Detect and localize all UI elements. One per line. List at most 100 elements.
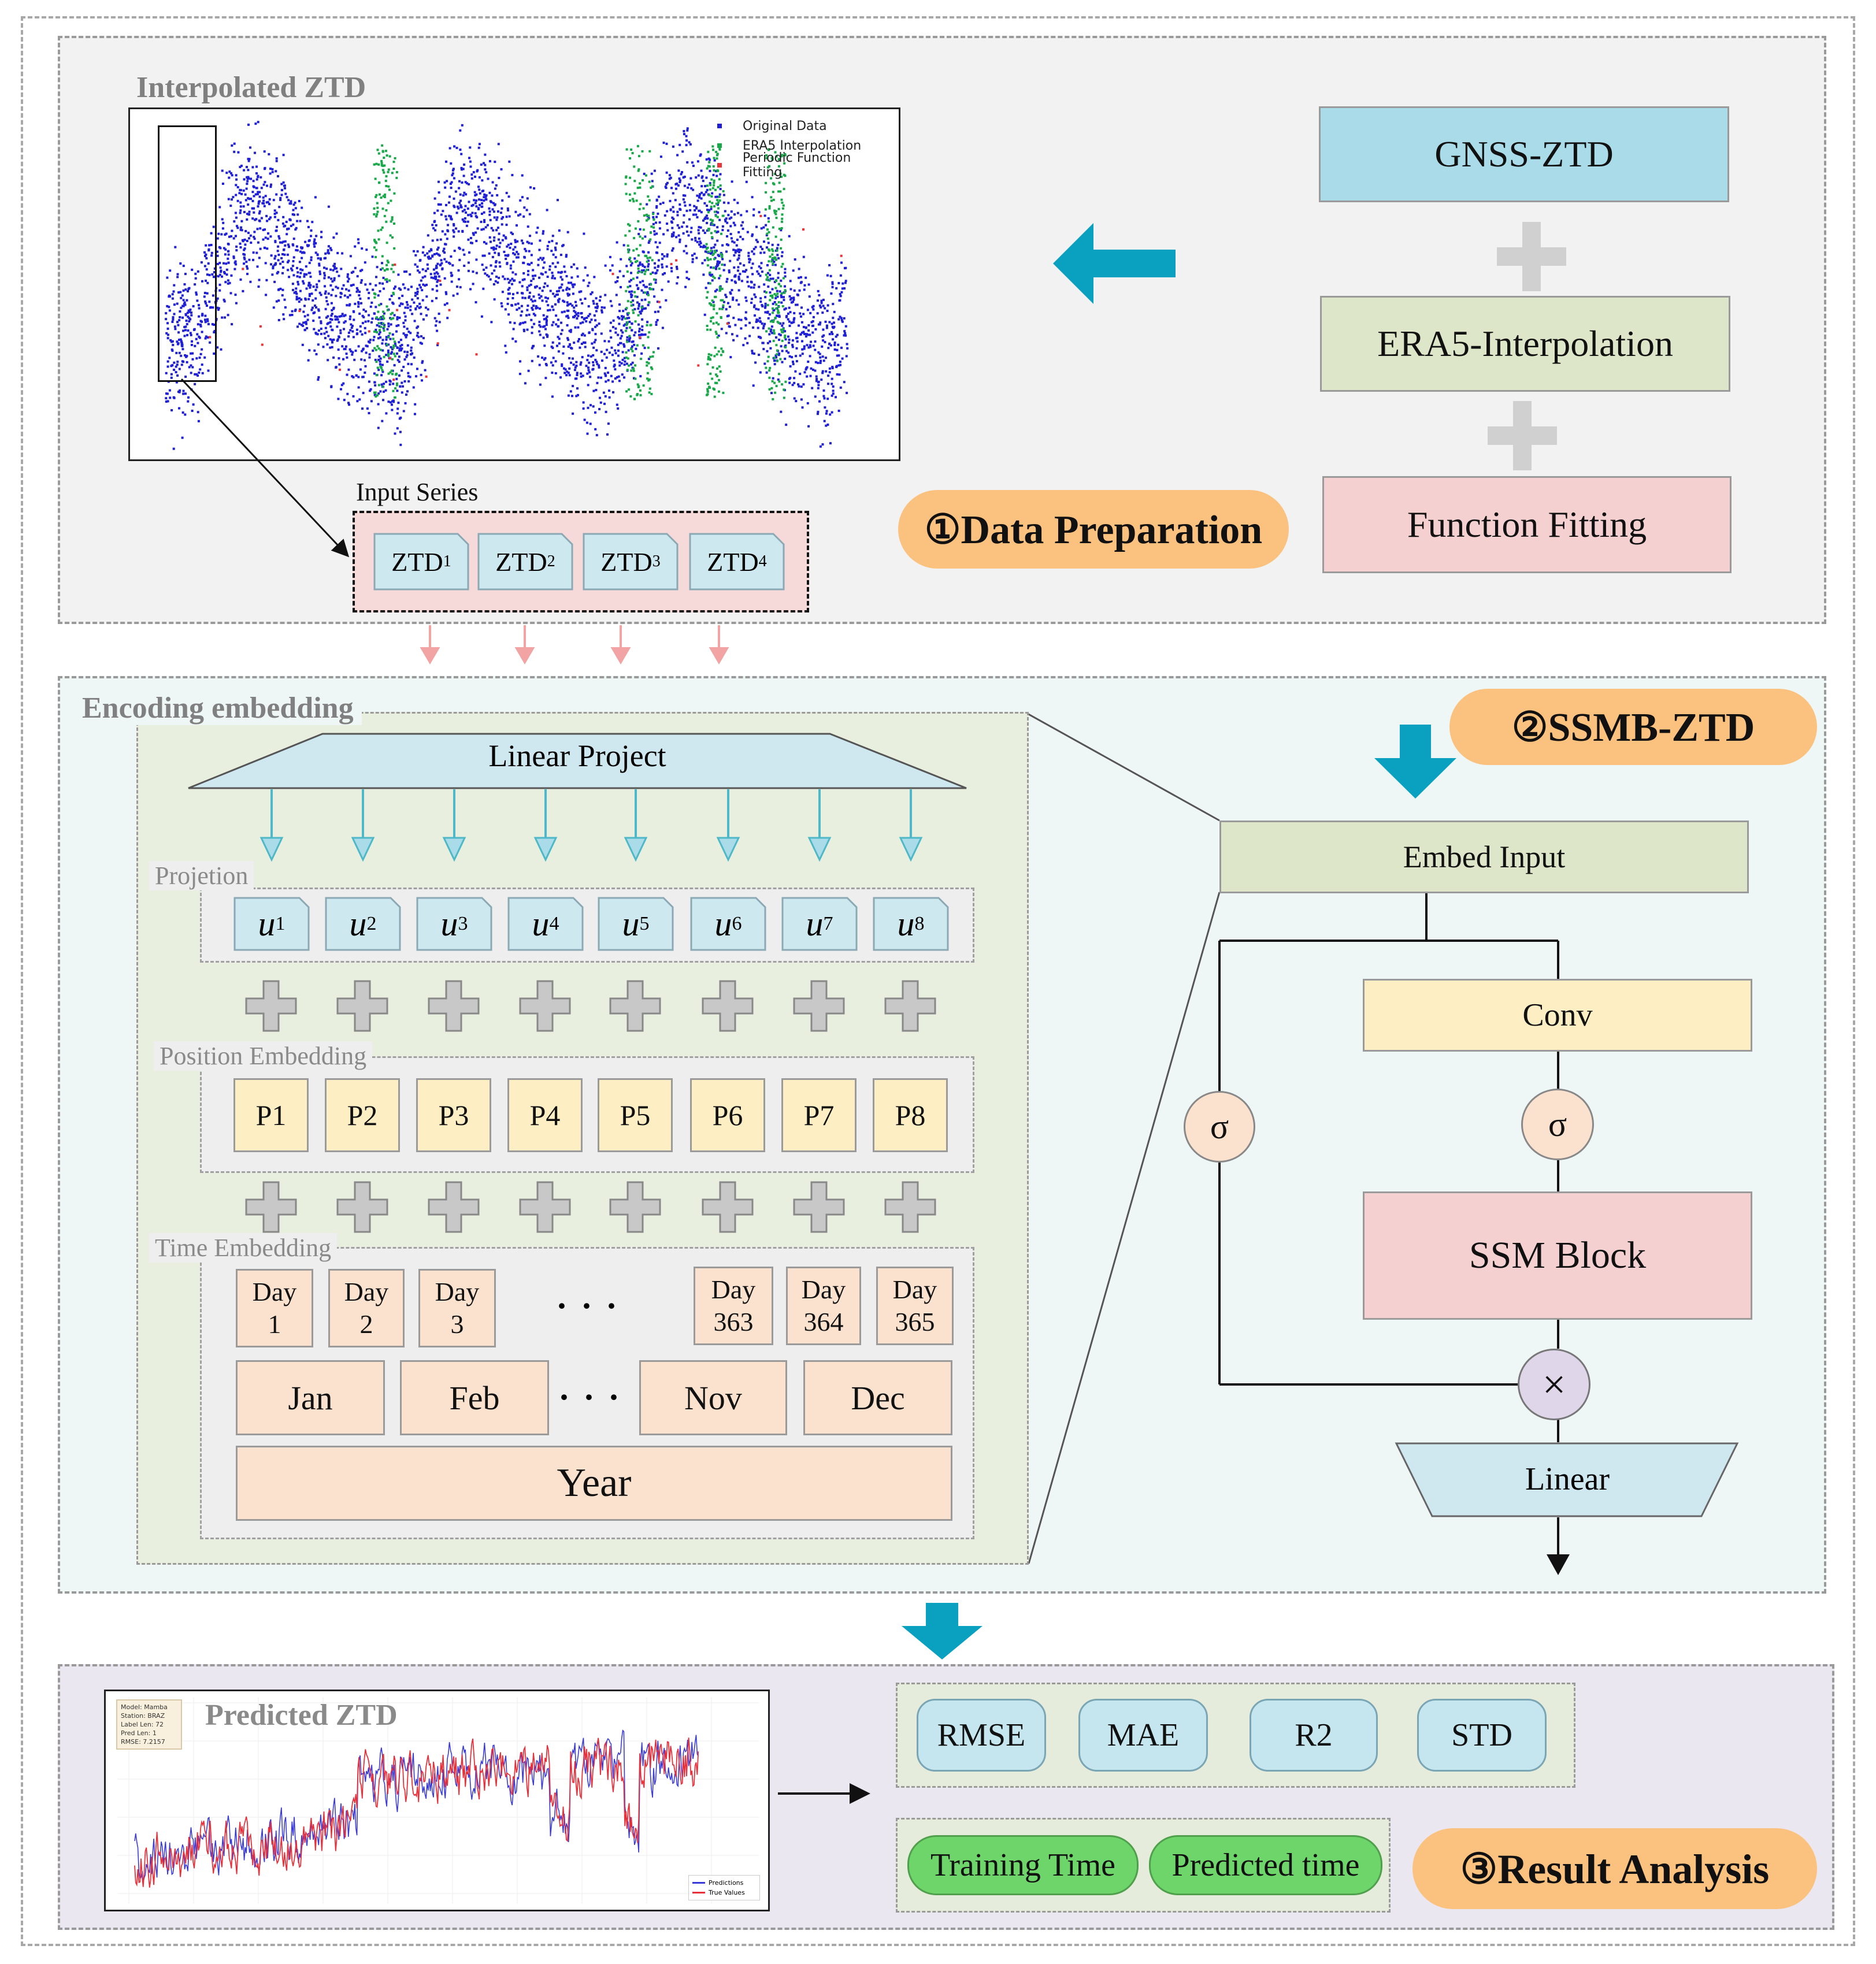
function-fitting-box: Function Fitting (1322, 476, 1732, 573)
plus-icon (1488, 401, 1557, 470)
linear-label: Linear (1525, 1461, 1610, 1497)
predicted-ztd-chart: Model: Mamba Station: BRAZ Label Len: 72… (104, 1690, 770, 1911)
plus-icon (702, 980, 754, 1032)
interpolated-ztd-title: Interpolated ZTD (136, 71, 366, 104)
legend-label: ERA5 Interpolation (743, 138, 862, 153)
plus-icon (428, 1181, 480, 1233)
months-ellipsis: · · · (558, 1378, 622, 1416)
days-ellipsis: · · · (556, 1287, 620, 1325)
time-embedding-label: Time Embedding (149, 1233, 338, 1263)
era5-interpolation-box: ERA5-Interpolation (1320, 296, 1730, 392)
legend-label: Original Data (743, 118, 827, 133)
rmse-chip: RMSE (917, 1699, 1046, 1772)
plus-icon (793, 1181, 845, 1233)
position-tag: P1 (233, 1078, 309, 1152)
multiply-icon: × (1518, 1349, 1590, 1420)
chart-legend: Original Data ERA5 Interpolation Periodi… (714, 116, 893, 180)
position-embedding-box (200, 1056, 974, 1173)
legend-marker (717, 143, 722, 148)
down-arrow-icon (1374, 725, 1456, 799)
projection-label: Projetion (149, 861, 254, 890)
conv-box: Conv (1363, 979, 1752, 1052)
down-arrow-icon (902, 1603, 983, 1659)
month-dec-box: Dec (803, 1360, 952, 1435)
training-time-chip: Training Time (907, 1835, 1139, 1895)
prediction-plot (117, 1697, 759, 1904)
plus-icon (428, 980, 480, 1032)
interpolated-ztd-chart: Original Data ERA5 Interpolation Periodi… (128, 107, 900, 461)
gnss-ztd-box: GNSS-ZTD (1319, 106, 1729, 202)
plus-icon (245, 980, 297, 1032)
linear-project-shape (188, 733, 967, 789)
sigma-right-icon: σ (1521, 1089, 1594, 1160)
plus-icon (519, 1181, 571, 1233)
position-tag: P5 (598, 1078, 673, 1152)
r2-chip: R2 (1250, 1699, 1378, 1772)
plus-icon (884, 1181, 936, 1233)
legend-marker (717, 124, 722, 128)
plus-icon (793, 980, 845, 1032)
std-chip: STD (1417, 1699, 1547, 1772)
mae-chip: MAE (1078, 1699, 1208, 1772)
position-tag: P3 (416, 1078, 491, 1152)
legend-item: Predictions (692, 1878, 756, 1888)
month-jan-box: Jan (236, 1360, 385, 1435)
legend-item: Periodic Function Fitting (714, 151, 893, 180)
legend-marker (717, 163, 722, 168)
plus-icon (245, 1181, 297, 1233)
linear-shape (1395, 1442, 1739, 1517)
linear-project-label: Linear Project (488, 738, 666, 773)
model-info-box: Model: Mamba Station: BRAZ Label Len: 72… (116, 1699, 182, 1750)
position-embedding-label: Position Embedding (154, 1041, 373, 1071)
plus-icon (702, 1181, 754, 1233)
plus-icon (609, 1181, 661, 1233)
outer-frame (21, 16, 1855, 1946)
zoom-selection-box (158, 125, 217, 382)
legend-item: Original Data (714, 116, 893, 136)
legend-item: ERA5 Interpolation (714, 136, 893, 155)
data-preparation-badge: ①Data Preparation (898, 490, 1289, 569)
legend-label: Periodic Function Fitting (742, 151, 851, 180)
prediction-legend: Predictions True Values (688, 1875, 760, 1900)
plus-icon (609, 980, 661, 1032)
plus-icon (336, 1181, 388, 1233)
plus-icon (336, 980, 388, 1032)
position-tag: P2 (325, 1078, 400, 1152)
projection-box (200, 888, 974, 963)
predicted-time-chip: Predicted time (1149, 1835, 1382, 1895)
month-nov-box: Nov (639, 1360, 787, 1435)
month-feb-box: Feb (400, 1360, 549, 1435)
predicted-ztd-title: Predicted ZTD (205, 1699, 398, 1732)
plus-icon (884, 980, 936, 1032)
year-box: Year (236, 1446, 952, 1521)
position-tag: P8 (873, 1078, 948, 1152)
ssm-block-box: SSM Block (1363, 1191, 1752, 1320)
encoding-embedding-title: Encoding embedding (74, 691, 362, 725)
position-tag: P4 (507, 1078, 583, 1152)
sigma-left-icon: σ (1184, 1091, 1255, 1163)
embed-input-box: Embed Input (1219, 821, 1749, 893)
ssmb-ztd-badge: ②SSMB-ZTD (1449, 689, 1817, 765)
ztd-scatter-plot (165, 121, 849, 450)
